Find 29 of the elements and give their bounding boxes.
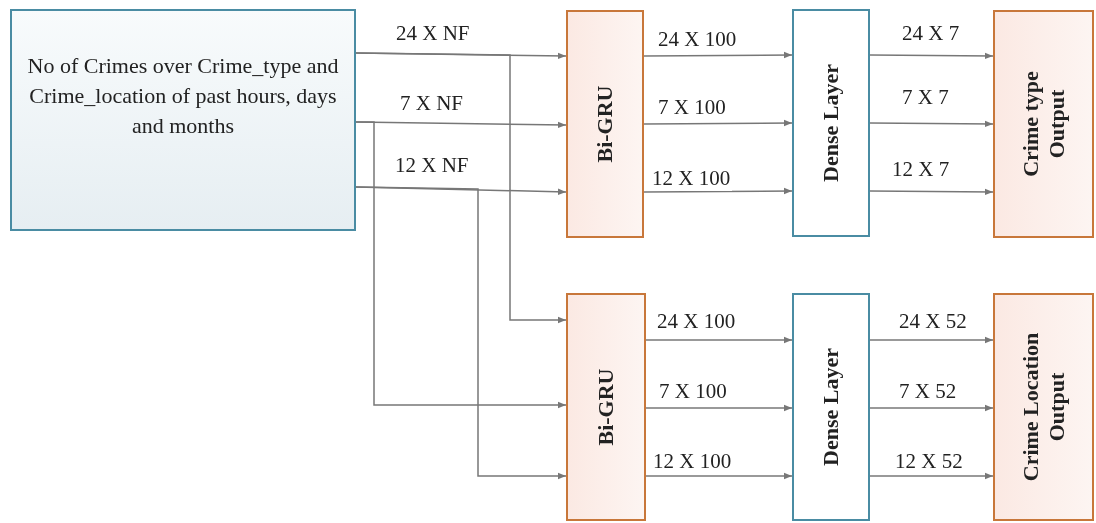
arrow xyxy=(355,186,567,480)
arrow xyxy=(643,51,793,59)
arrow xyxy=(355,52,567,324)
input-description: No of Crimes over Crime_type and Crime_location of past hours, days and months xyxy=(26,52,340,140)
layer-label: Crime type Output xyxy=(1017,70,1070,179)
output-box xyxy=(993,10,1094,238)
input-box xyxy=(10,9,356,231)
layer-box xyxy=(566,293,646,521)
arrow xyxy=(869,472,994,480)
layer-box xyxy=(792,9,870,237)
layer-label: Dense Layer xyxy=(818,347,844,468)
output-box xyxy=(993,293,1094,521)
layer-label: Dense Layer xyxy=(818,63,844,184)
arrow xyxy=(355,121,567,409)
layer-label: Crime Location Output xyxy=(1017,331,1070,484)
layer-label: Bi-GRU xyxy=(592,84,618,165)
layer-box xyxy=(566,10,644,238)
layer-label: Bi-GRU xyxy=(593,367,619,448)
arrow xyxy=(869,188,994,196)
arrow xyxy=(869,336,994,344)
arrow xyxy=(869,404,994,412)
arrow xyxy=(643,187,793,195)
arrow xyxy=(645,336,793,344)
arrow xyxy=(869,52,994,60)
layer-box xyxy=(792,293,870,521)
arrow xyxy=(643,119,793,127)
arrow xyxy=(645,404,793,412)
arrow xyxy=(869,120,994,128)
arrow xyxy=(645,472,793,480)
